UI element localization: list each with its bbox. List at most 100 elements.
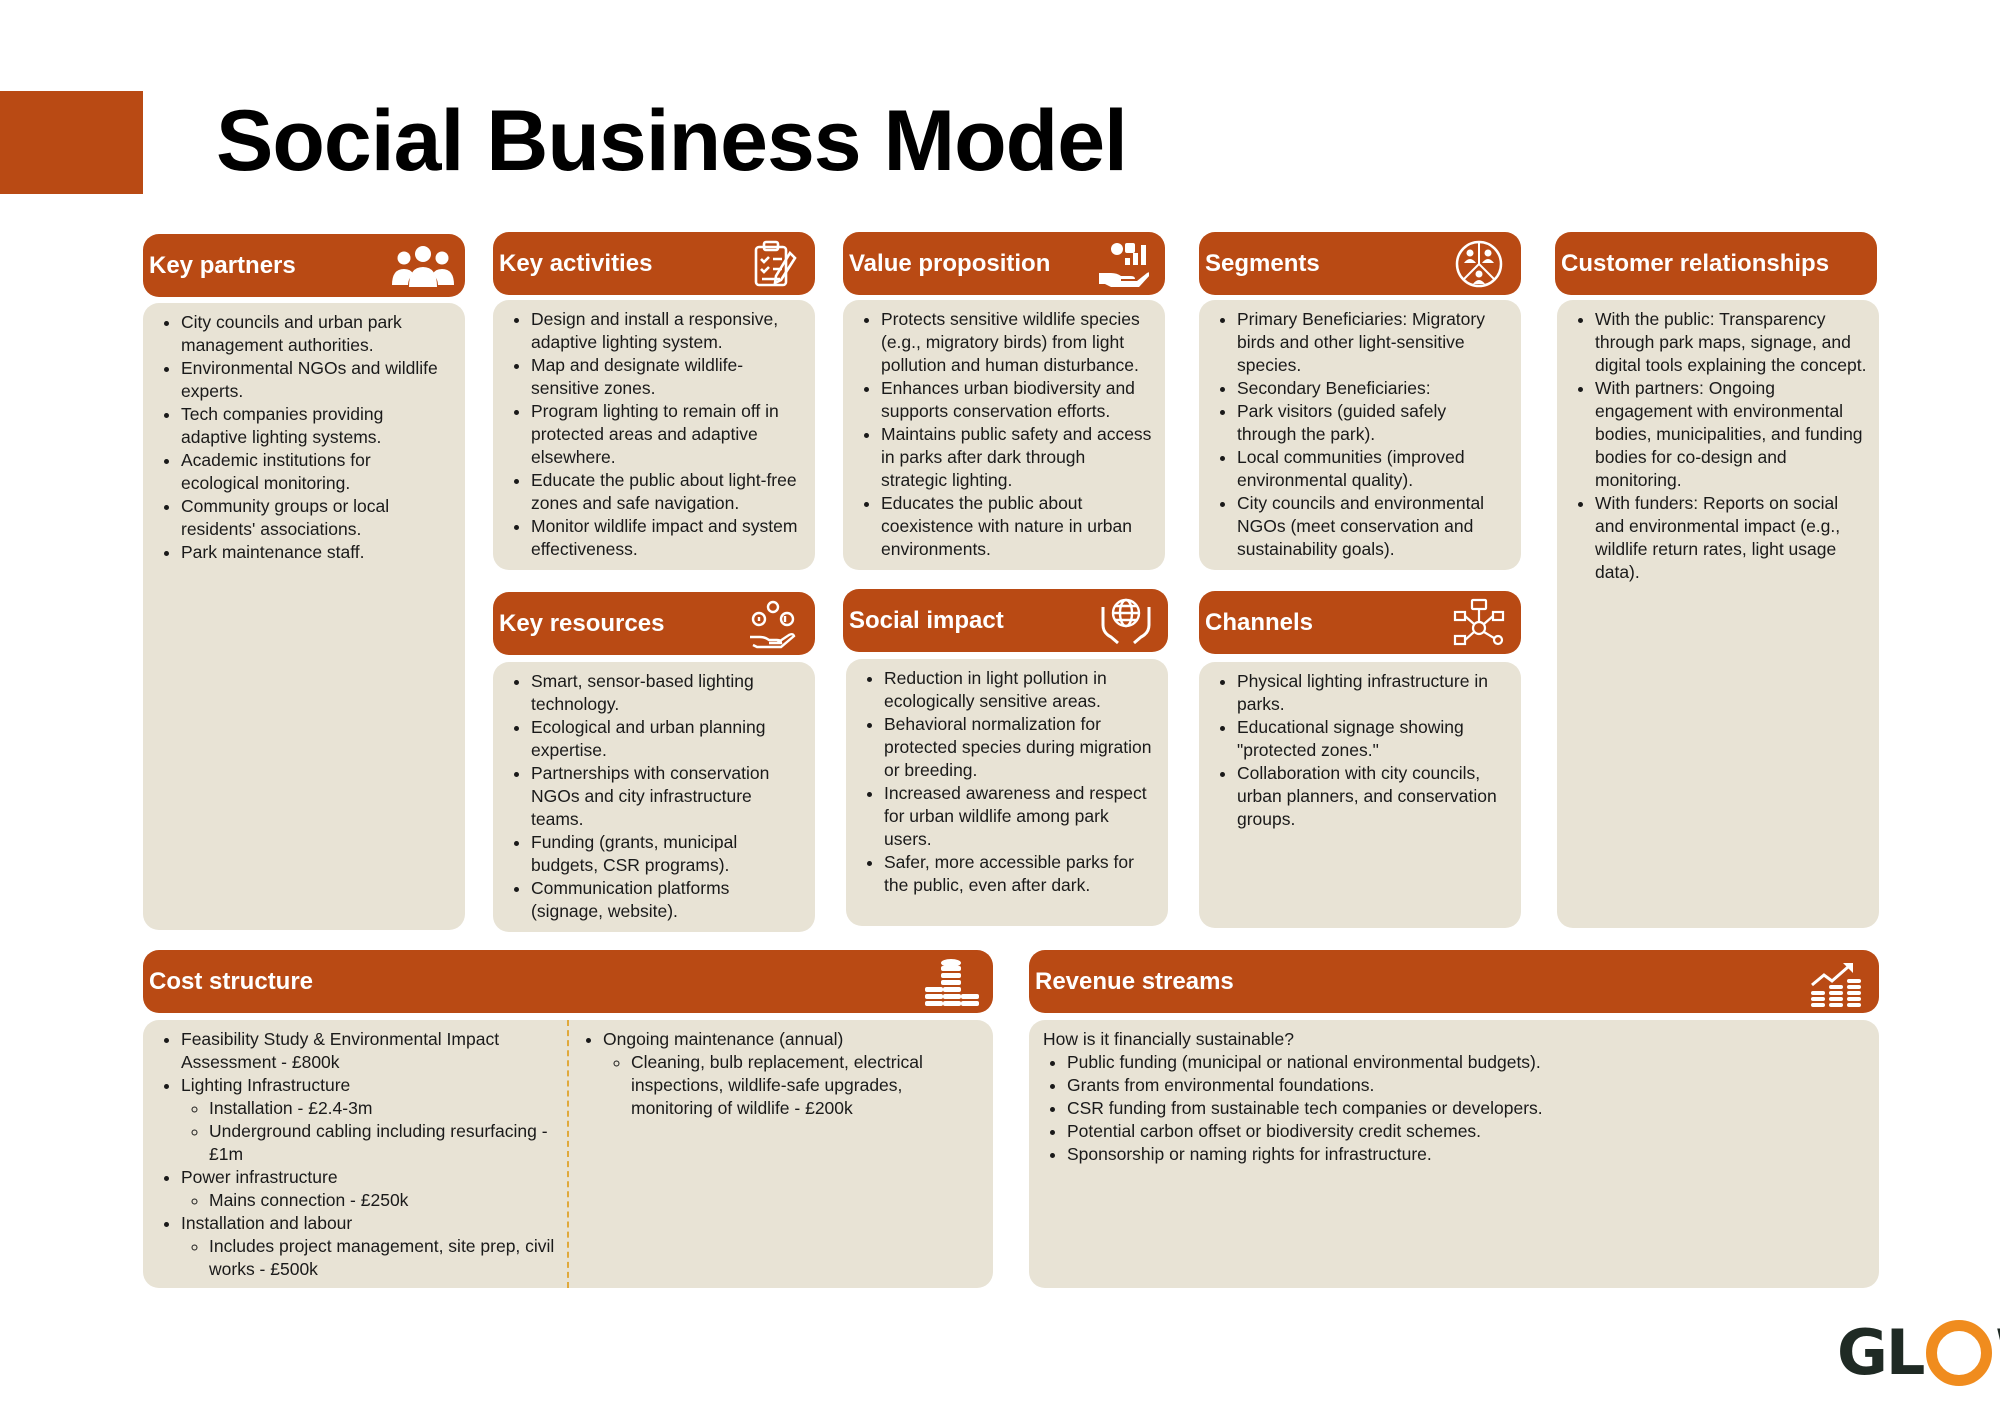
list-item: Potential carbon offset or biodiversity … — [1067, 1120, 1867, 1143]
key-partners-list: City councils and urban park management … — [157, 311, 453, 564]
value-proposition-title: Value proposition — [849, 249, 1051, 277]
value-proposition-list: Protects sensitive wildlife species (e.g… — [857, 308, 1153, 561]
list-item: Maintains public safety and access in pa… — [881, 423, 1153, 492]
social-impact-panel: Reduction in light pollution in ecologic… — [846, 659, 1168, 926]
key-activities-title: Key activities — [499, 249, 653, 277]
list-item: Sponsorship or naming rights for infrast… — [1067, 1143, 1867, 1166]
key-partners-header: Key partners — [143, 234, 465, 297]
cost-structure-right-column: Ongoing maintenance (annual) Cleaning, b… — [579, 1028, 979, 1120]
list-item: Physical lighting infrastructure in park… — [1237, 670, 1509, 716]
channels-list: Physical lighting infrastructure in park… — [1213, 670, 1509, 831]
segments-people-icon — [1443, 237, 1515, 291]
segments-panel: Primary Beneficiaries: Migratory birds a… — [1199, 300, 1521, 570]
globe-hands-icon — [1090, 594, 1162, 648]
sub-list-item: Mains connection - £250k — [209, 1189, 557, 1212]
list-item: City councils and urban park management … — [181, 311, 453, 357]
list-item: Academic institutions for ecological mon… — [181, 449, 453, 495]
list-item: Collaboration with city councils, urban … — [1237, 762, 1509, 831]
channels-panel: Physical lighting infrastructure in park… — [1199, 662, 1521, 928]
list-item: Local communities (improved environmenta… — [1237, 446, 1509, 492]
cost-structure-left-list: Feasibility Study & Environmental Impact… — [157, 1028, 557, 1281]
logo-text-left: GL — [1837, 1316, 1925, 1389]
list-item: Reduction in light pollution in ecologic… — [884, 667, 1156, 713]
cost-structure-right-list: Ongoing maintenance (annual) Cleaning, b… — [579, 1028, 979, 1120]
list-item: Installation and labour Includes project… — [181, 1212, 557, 1281]
list-item: Smart, sensor-based lighting technology. — [531, 670, 803, 716]
revenue-streams-title: Revenue streams — [1035, 967, 1234, 995]
segments-list: Primary Beneficiaries: Migratory birds a… — [1213, 308, 1509, 561]
clipboard-checklist-icon — [737, 237, 809, 291]
sub-list-item: Underground cabling including resurfacin… — [209, 1120, 557, 1166]
list-item: With funders: Reports on social and envi… — [1595, 492, 1867, 584]
glow-logo: GL W — [1837, 1316, 2000, 1389]
customer-relationships-list: With the public: Transparency through pa… — [1571, 308, 1867, 584]
list-item: Park visitors (guided safely through the… — [1237, 400, 1509, 446]
key-partners-panel: City councils and urban park management … — [143, 303, 465, 930]
list-item: Educate the public about light-free zone… — [531, 469, 803, 515]
channels-title: Channels — [1205, 608, 1314, 636]
list-item: Educates the public about coexistence wi… — [881, 492, 1153, 561]
segments-header: Segments — [1199, 232, 1521, 295]
list-item: With partners: Ongoing engagement with e… — [1595, 377, 1867, 492]
list-item: Funding (grants, municipal budgets, CSR … — [531, 831, 803, 877]
list-item-label: Installation and labour — [181, 1213, 353, 1233]
sub-list: Cleaning, bulb replacement, electrical i… — [603, 1051, 979, 1120]
social-impact-title: Social impact — [849, 606, 1004, 634]
key-resources-header: Key resources — [493, 592, 815, 655]
list-item: Environmental NGOs and wildlife experts. — [181, 357, 453, 403]
list-item: Power infrastructure Mains connection - … — [181, 1166, 557, 1212]
sub-list-item: Includes project management, site prep, … — [209, 1235, 557, 1281]
customer-relationships-header: Customer relationships — [1555, 232, 1877, 295]
channels-header: Channels — [1199, 591, 1521, 654]
list-item: Park maintenance staff. — [181, 541, 453, 564]
list-item: Community groups or local residents' ass… — [181, 495, 453, 541]
cost-structure-panel: Feasibility Study & Environmental Impact… — [143, 1020, 993, 1288]
social-impact-header: Social impact — [843, 589, 1168, 652]
list-item: Monitor wildlife impact and system effec… — [531, 515, 803, 561]
list-item-label: Power infrastructure — [181, 1167, 338, 1187]
value-proposition-panel: Protects sensitive wildlife species (e.g… — [843, 300, 1165, 570]
accent-bar — [0, 91, 143, 194]
list-item: Grants from environmental foundations. — [1067, 1074, 1867, 1097]
network-channels-icon — [1443, 596, 1515, 650]
key-activities-list: Design and install a responsive, adaptiv… — [507, 308, 803, 561]
sub-list: Includes project management, site prep, … — [181, 1235, 557, 1281]
list-item: City councils and environmental NGOs (me… — [1237, 492, 1509, 561]
key-resources-panel: Smart, sensor-based lighting technology.… — [493, 662, 815, 932]
list-item: Protects sensitive wildlife species (e.g… — [881, 308, 1153, 377]
list-item: Enhances urban biodiversity and supports… — [881, 377, 1153, 423]
page-title: Social Business Model — [216, 93, 1128, 189]
growth-coins-chart-icon — [1801, 955, 1873, 1009]
list-item: Behavioral normalization for protected s… — [884, 713, 1156, 782]
key-resources-list: Smart, sensor-based lighting technology.… — [507, 670, 803, 923]
sub-list-item: Installation - £2.4-3m — [209, 1097, 557, 1120]
list-item: Map and designate wildlife-sensitive zon… — [531, 354, 803, 400]
list-item: Program lighting to remain off in protec… — [531, 400, 803, 469]
sub-list-item: Cleaning, bulb replacement, electrical i… — [631, 1051, 979, 1120]
list-item: Safer, more accessible parks for the pub… — [884, 851, 1156, 897]
logo-o-ring-icon — [1926, 1319, 1993, 1386]
revenue-streams-header: Revenue streams — [1029, 950, 1879, 1013]
customer-relationships-title: Customer relationships — [1561, 249, 1830, 277]
value-proposition-header: Value proposition — [843, 232, 1165, 295]
hand-growth-icon — [1087, 237, 1159, 291]
customer-relationships-panel: With the public: Transparency through pa… — [1557, 300, 1879, 928]
key-activities-header: Key activities — [493, 232, 815, 295]
social-impact-list: Reduction in light pollution in ecologic… — [860, 667, 1156, 897]
list-item: Partnerships with conservation NGOs and … — [531, 762, 803, 831]
sub-list: Mains connection - £250k — [181, 1189, 557, 1212]
key-partners-title: Key partners — [149, 251, 296, 279]
people-group-icon — [387, 239, 459, 293]
list-item: Tech companies providing adaptive lighti… — [181, 403, 453, 449]
list-item: Lighting Infrastructure Installation - £… — [181, 1074, 557, 1166]
list-item: Public funding (municipal or national en… — [1067, 1051, 1867, 1074]
coin-stacks-icon — [915, 955, 987, 1009]
list-item: Feasibility Study & Environmental Impact… — [181, 1028, 557, 1074]
cost-structure-left-column: Feasibility Study & Environmental Impact… — [157, 1028, 557, 1281]
list-item-label: Lighting Infrastructure — [181, 1075, 351, 1095]
list-item: Design and install a responsive, adaptiv… — [531, 308, 803, 354]
list-item: Ecological and urban planning expertise. — [531, 716, 803, 762]
key-activities-panel: Design and install a responsive, adaptiv… — [493, 300, 815, 570]
sub-list: Installation - £2.4-3m Underground cabli… — [181, 1097, 557, 1166]
resources-hand-icon — [737, 597, 809, 651]
